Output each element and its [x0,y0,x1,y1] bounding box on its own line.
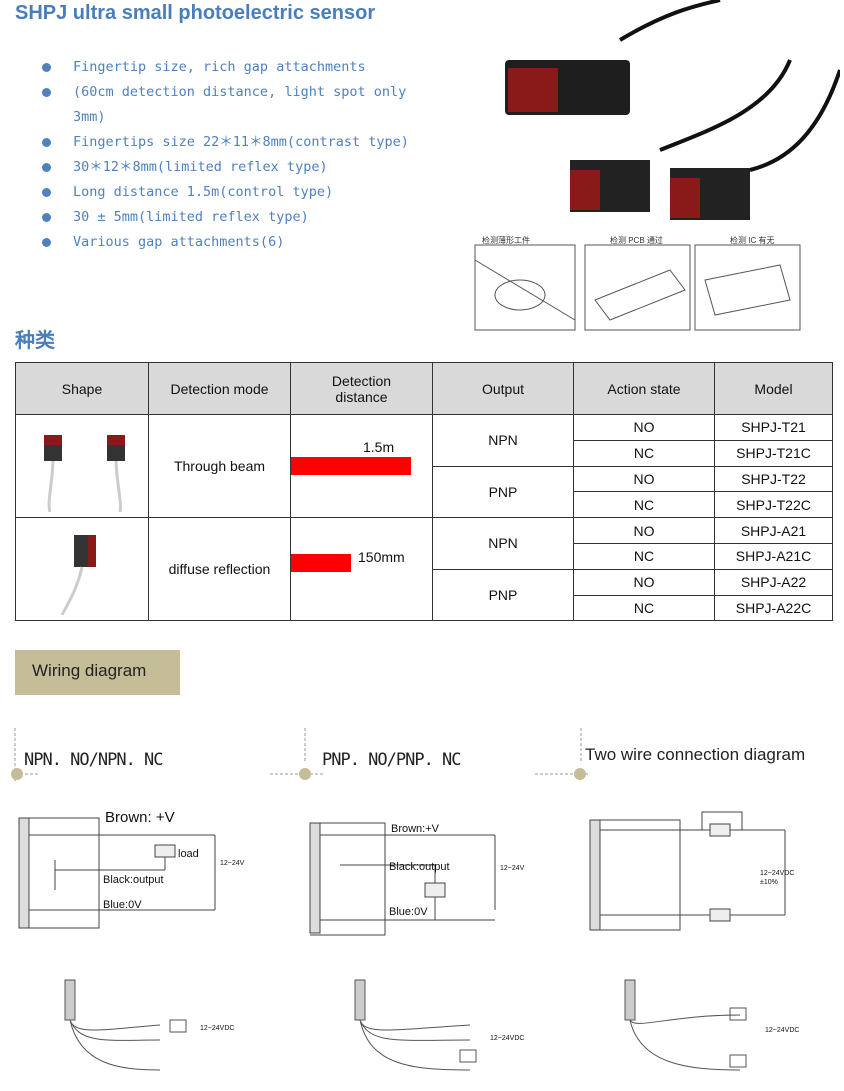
distance-bar [291,457,411,475]
feature-item: (60cm detection distance, light spot onl… [40,80,440,130]
label-supply: 12~24VDC [200,1025,234,1032]
feature-item: Fingertips size 22＊11＊8mm(contrast type) [40,130,440,155]
table-row: Through beam 1.5m NPN NO SHPJ-T21 [15,413,833,519]
section-title-two-wire: Two wire connection diagram [585,745,806,764]
action-state: NO [573,568,715,596]
detection-mode: diffuse reflection [148,517,291,622]
model: SHPJ-T22C [714,491,833,519]
output-type: NPN [432,414,574,467]
action-state: NO [573,517,715,544]
model: SHPJ-T21C [714,439,833,467]
header-model: Model [714,362,833,415]
section-title-pnp: PNP. NO/PNP. NC [322,750,462,770]
feature-list: Fingertip size, rich gap attachments (60… [40,55,440,255]
pnp-schematic: Brown:+V Black:output Blue:0V 12~24VDC [309,822,525,936]
table-row: diffuse reflection 150mm NPN NO SHPJ-A21 [15,517,833,622]
output-type: NPN [432,517,574,570]
label-supply: 12~24VDC [490,1035,524,1042]
label-brown: Brown:+V [391,823,440,835]
model: SHPJ-A22 [714,568,833,596]
section-markers [11,728,590,783]
model-table: Shape Detection mode Detection distance … [15,362,833,622]
feature-item: 30 ± 5mm(limited reflex type) [40,205,440,230]
label-supply: 12~24VDC [220,860,245,867]
label-load: load [178,848,199,860]
output-type: PNP [432,568,574,622]
label-black: Black:output [103,874,164,886]
shape-image-diffuse [15,517,149,622]
wiring-photos: 12~24VDC 12~24VDC 12~24VDC [64,979,799,1071]
svg-text:检测 IC 有无: 检测 IC 有无 [730,235,774,245]
shape-image-through-beam [15,413,149,519]
label-supply: 12~24VDC [760,870,794,877]
product-photo: 检测薄形工件 检测 PCB 通过 检测 IC 有无 [474,0,840,331]
header-output: Output [432,362,574,415]
model: SHPJ-A21 [714,517,833,544]
model: SHPJ-A21C [714,542,833,570]
page-title: SHPJ ultra small photoelectric sensor [15,2,376,24]
header-detection-distance: Detection distance [290,362,433,415]
feature-item: 30＊12＊8mm(limited reflex type) [40,155,440,180]
action-state: NC [573,439,715,467]
label-supply: 12~24VDC [765,1027,799,1034]
action-state: NO [573,465,715,493]
action-state: NC [573,491,715,519]
detection-distance: 150mm [290,517,433,622]
label-black: Black:output [389,861,450,873]
section-heading-types: 种类 [15,330,55,352]
table-header-row: Shape Detection mode Detection distance … [15,362,833,415]
action-state: NC [573,542,715,570]
header-shape: Shape [15,362,149,415]
label-blue: Blue:0V [103,899,142,911]
model: SHPJ-T22 [714,465,833,493]
model: SHPJ-T21 [714,414,833,441]
feature-item: Long distance 1.5m(control type) [40,180,440,205]
label-blue: Blue:0V [389,906,428,918]
feature-item: Fingertip size, rich gap attachments [40,55,440,80]
action-state: NC [573,594,715,622]
output-type: PNP [432,465,574,519]
feature-item: Various gap attachments(6) [40,230,440,255]
detection-mode: Through beam [148,413,291,519]
two-wire-schematic: 12~24VDC ±10% [589,811,794,931]
detection-distance: 1.5m [290,413,433,519]
label-tolerance: ±10% [760,879,778,886]
model: SHPJ-A22C [714,594,833,622]
distance-bar [291,554,351,573]
distance-value: 150mm [358,549,405,566]
marker-dot [574,768,586,780]
label-supply: 12~24VDC [500,865,525,872]
npn-schematic: Brown: +V load Black:output Blue:0V 12~2… [18,810,245,929]
header-action-state: Action state [573,362,715,415]
marker-dot [11,768,23,780]
svg-text:检测 PCB 通过: 检测 PCB 通过 [610,235,663,245]
svg-text:检测薄形工件: 检测薄形工件 [482,235,530,245]
distance-value: 1.5m [363,439,395,455]
label-brown: Brown: +V [105,810,175,826]
wiring-diagram-heading: Wiring diagram [15,650,180,695]
header-detection-mode: Detection mode [148,362,291,415]
section-title-npn: NPN. NO/NPN. NC [24,750,164,770]
action-state: NO [573,414,715,441]
marker-dot [299,768,311,780]
